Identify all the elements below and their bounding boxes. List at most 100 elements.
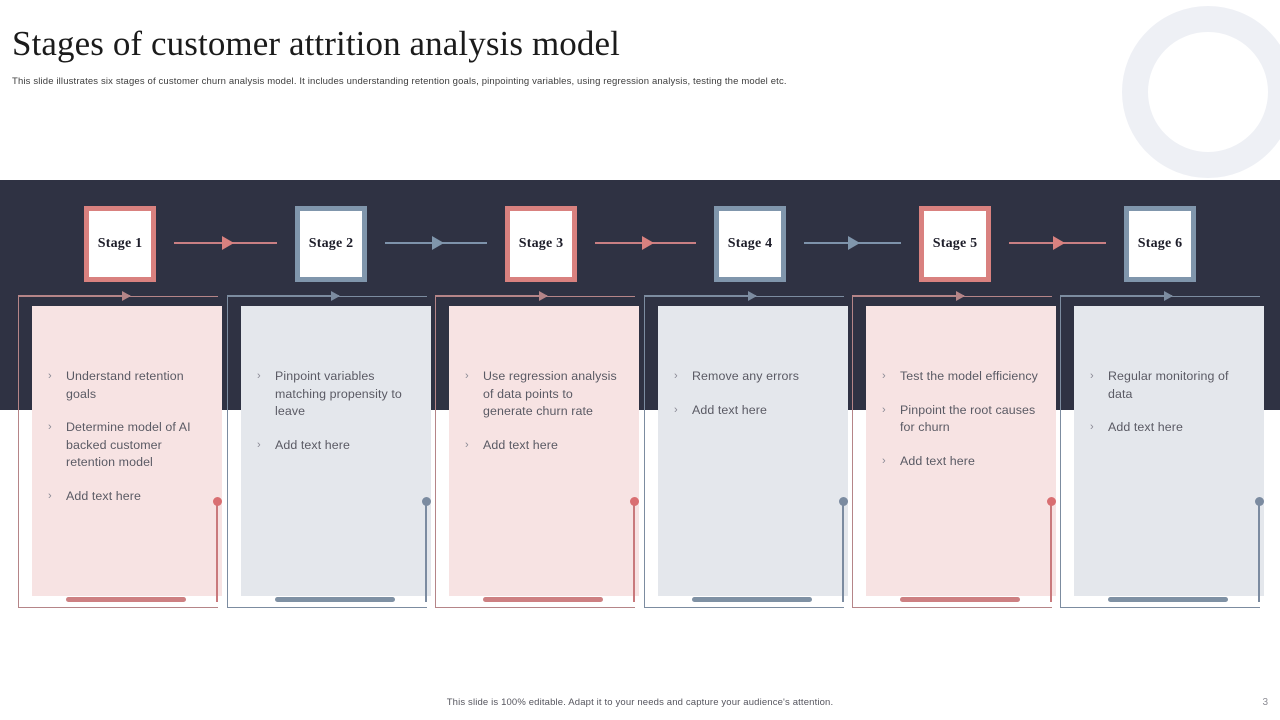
list-item-label: Pinpoint variables matching propensity t… [275,369,402,418]
chevron-right-icon: › [882,454,886,467]
card-bullet-list-1: › Understand retention goals › Determine mo… [46,368,208,505]
stage-card-4[interactable]: › Remove any errors › Add text here [644,290,856,610]
card-top-arrow-3 [435,291,548,301]
list-item: › Regular monitoring of data [1088,368,1250,403]
card-stem-line-4 [842,502,844,602]
card-top-arrow-4 [644,291,757,301]
card-bullet-list-2: › Pinpoint variables matching propensity … [255,368,417,454]
list-item-label: Add text here [483,437,559,452]
chevron-right-icon: › [48,370,52,382]
card-bottom-bar-6 [1108,597,1228,602]
stage-card-3[interactable]: ›Use regression analysis of data points … [435,290,647,610]
card-stem-line-6 [1258,502,1260,602]
stage-card-6[interactable]: › Regular monitoring of data › Add text her… [1060,290,1272,610]
stage-sequence: Stage 1 Stage 2 Stage 3 Stage 4 Stage 5 Stage… [0,206,1280,282]
stage-label-2: Stage 2 [308,236,354,251]
slide-header: Stages of customer attrition analysis mo… [0,0,1100,88]
page-subtitle: This slide illustrates six stages of cus… [12,76,787,87]
card-stem-line-5 [1050,502,1052,602]
stage-connector-arrow-3 [595,236,696,250]
card-stem-line-3 [633,502,635,602]
list-item: ›Add text here [255,437,417,455]
stage-label-3: Stage 3 [518,236,564,251]
card-top-arrow-1 [18,291,131,301]
chevron-right-icon: › [1090,370,1094,382]
list-item-label: Add text here [66,488,142,503]
card-dot-marker-3 [629,497,639,506]
list-item-label: Add text here [1108,420,1184,434]
card-panel-4: › Remove any errors › Add text here [658,306,848,596]
card-bottom-bar-5 [900,597,1020,602]
list-item-label: Add text here [692,402,768,417]
stage-connector-arrow-2 [385,236,487,250]
stage-label-5: Stage 5 [932,236,978,251]
card-panel-2: › Pinpoint variables matching propensity … [241,306,431,596]
chevron-right-icon: › [882,403,886,416]
card-panel-5: ›Test the model efficiency›Pinpoint the … [866,306,1056,596]
stage-connector-arrow-4 [804,236,901,250]
stage-card-5[interactable]: ›Test the model efficiency›Pinpoint the … [852,290,1064,610]
stage-card-2[interactable]: › Pinpoint variables matching propensity … [227,290,439,610]
card-bullet-list-4: › Remove any errors › Add text here [672,368,834,419]
list-item: › Remove any errors [672,368,834,386]
list-item: ›Test the model efficiency [880,368,1042,386]
list-item: › Add text here [880,453,1042,471]
card-panel-1: › Understand retention goals › Determine mo… [32,306,222,596]
list-item-label: Determine model of AI backed customer re… [66,420,191,469]
stage-box-5: Stage 5 [919,206,991,282]
list-item: › Add text here [46,488,208,506]
card-panel-3: ›Use regression analysis of data points … [449,306,639,596]
stage-box-6: Stage 6 [1124,206,1196,282]
chevron-right-icon: › [257,370,261,382]
list-item-label: Regular monitoring of data [1108,369,1229,401]
card-bottom-bar-1 [66,597,186,602]
list-item-label: Understand retention goals [66,369,184,401]
list-item-label: Remove any errors [692,369,800,383]
ring-decoration-icon [1122,6,1280,178]
page-number: 3 [1262,697,1268,708]
list-item: › Add text here [672,402,834,420]
card-top-arrow-6 [1060,291,1173,301]
card-dot-marker-4 [838,497,848,506]
stage-label-4: Stage 4 [727,236,773,251]
card-bullet-list-5: ›Test the model efficiency›Pinpoint the … [880,368,1042,470]
list-item-label: Add text here [900,453,976,468]
stage-box-4: Stage 4 [714,206,786,282]
card-bottom-bar-3 [483,597,603,602]
card-bottom-bar-4 [692,597,812,602]
stage-connector-arrow-1 [174,236,277,250]
card-panel-6: › Regular monitoring of data › Add text her… [1074,306,1264,596]
stage-connector-arrow-5 [1009,236,1106,250]
chevron-right-icon: › [48,421,52,433]
card-bullet-list-3: ›Use regression analysis of data points … [463,368,625,454]
list-item: › Determine model of AI backed customer r… [46,419,208,472]
card-bottom-bar-2 [275,597,395,602]
stage-label-6: Stage 6 [1137,236,1183,251]
card-dot-marker-6 [1254,497,1264,506]
chevron-right-icon: › [1090,421,1094,433]
chevron-right-icon: › [674,370,678,382]
card-dot-marker-1 [212,497,222,506]
list-item-label: Add text here [275,437,351,452]
chevron-right-icon: › [48,489,52,502]
chevron-right-icon: › [465,438,469,451]
stage-box-2: Stage 2 [295,206,367,282]
footer-note: This slide is 100% editable. Adapt it to… [446,697,834,708]
chevron-right-icon: › [674,403,678,416]
card-top-arrow-2 [227,291,340,301]
card-top-arrow-5 [852,291,965,301]
card-bullet-list-6: › Regular monitoring of data › Add text her… [1088,368,1250,437]
stage-box-1: Stage 1 [84,206,156,282]
page-title: Stages of customer attrition analysis mo… [12,24,620,63]
list-item: › Add text here [463,437,625,455]
card-dot-marker-5 [1046,497,1056,506]
list-item: ›Use regression analysis of data points … [463,368,625,421]
stage-card-1[interactable]: › Understand retention goals › Determine mo… [18,290,230,610]
card-dot-marker-2 [421,497,431,506]
chevron-right-icon: › [882,370,886,382]
list-item: › Add text here [1088,419,1250,437]
chevron-right-icon: › [465,370,469,382]
card-row: › Understand retention goals › Determine mo… [0,290,1280,620]
card-stem-line-2 [425,502,427,602]
